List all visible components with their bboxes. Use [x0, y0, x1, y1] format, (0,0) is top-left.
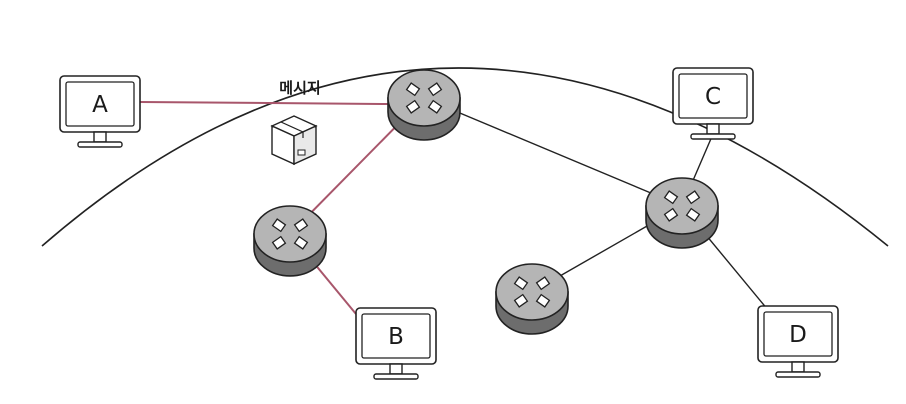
host-computer-d: D: [757, 305, 839, 378]
router-arrow-icon: [663, 207, 679, 222]
router-arrow-icon: [535, 276, 551, 291]
monitor-screen: [65, 81, 135, 127]
router-r1: [387, 69, 461, 141]
host-computer-b: B: [355, 307, 437, 380]
package-icon: [270, 115, 318, 166]
router-arrow-icon: [685, 190, 701, 205]
monitor-screen: [678, 73, 748, 119]
router-arrow-icon: [405, 82, 421, 97]
message-label: 메시지: [279, 79, 320, 97]
router-top: [495, 263, 569, 321]
router-arrow-icon: [663, 190, 679, 205]
router-arrow-icon: [271, 235, 287, 250]
router-arrow-icon: [427, 82, 443, 97]
host-label-c: C: [705, 84, 721, 110]
router-arrow-icon: [293, 218, 309, 233]
router-arrow-icon: [685, 207, 701, 222]
router-arrow-icon: [513, 276, 529, 291]
host-label-a: A: [92, 92, 108, 118]
host-computer-a: A: [59, 75, 141, 148]
router-top: [387, 69, 461, 127]
monitor-screen: [763, 311, 833, 357]
router-r4: [495, 263, 569, 335]
router-r3: [645, 177, 719, 249]
router-arrow-icon: [405, 99, 421, 114]
monitor-screen: [361, 313, 431, 359]
router-r2: [253, 205, 327, 277]
monitor-base: [77, 141, 123, 148]
link-r1-r3: [423, 97, 683, 207]
router-top: [253, 205, 327, 263]
monitor-base: [373, 373, 419, 380]
monitor-base: [690, 133, 736, 140]
host-label-b: B: [388, 324, 404, 350]
monitor-neck: [93, 131, 107, 143]
monitor-neck: [706, 123, 720, 135]
link-A-r1: [139, 101, 389, 105]
router-arrow-icon: [513, 293, 529, 308]
monitor-neck: [791, 361, 805, 373]
host-computer-c: C: [672, 67, 754, 140]
router-arrow-icon: [271, 218, 287, 233]
network-boundary-arc: [41, 67, 889, 247]
router-arrow-icon: [427, 99, 443, 114]
monitor-base: [775, 371, 821, 378]
host-label-d: D: [789, 322, 807, 348]
router-arrow-icon: [535, 293, 551, 308]
router-arrow-icon: [293, 235, 309, 250]
router-top: [645, 177, 719, 235]
monitor-neck: [389, 363, 403, 375]
